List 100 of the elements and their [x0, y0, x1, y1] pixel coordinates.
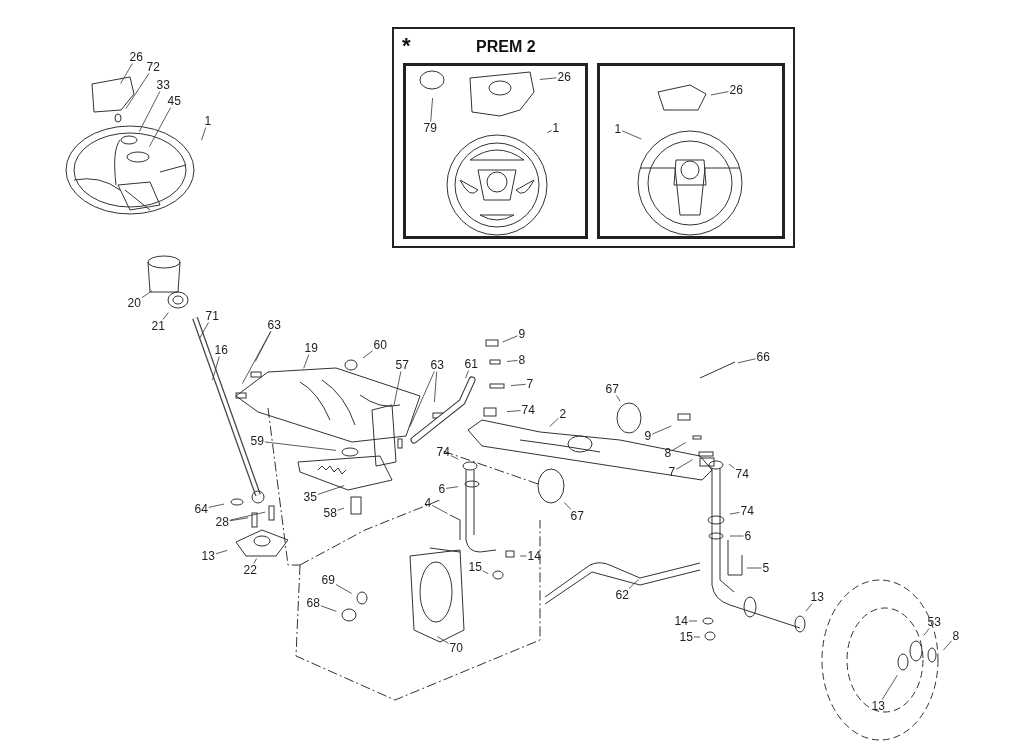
leader-line	[942, 640, 952, 651]
leader-line	[688, 620, 698, 622]
leader-line	[881, 674, 898, 700]
callout-number: 74	[739, 504, 755, 518]
callout-number: 57	[394, 358, 410, 372]
callout-number: 13	[809, 590, 825, 604]
leader-line	[465, 370, 469, 379]
leader-line	[510, 383, 526, 386]
callout-number: 72	[145, 60, 161, 74]
leader-line	[430, 97, 433, 122]
leader-line	[728, 463, 735, 469]
callout-number: 9	[643, 429, 653, 443]
leader-line	[335, 584, 353, 594]
callout-number: 74	[435, 445, 451, 459]
callout-number: 67	[604, 382, 620, 396]
leader-line	[264, 441, 337, 451]
callout-number: 1	[551, 121, 561, 135]
leader-line	[506, 410, 521, 412]
callout-number: 64	[193, 502, 209, 516]
leader-line	[729, 512, 740, 515]
callout-number: 8	[951, 629, 961, 643]
callout-number: 67	[569, 509, 585, 523]
leader-line	[675, 459, 694, 470]
callout-number: 14	[526, 549, 542, 563]
leader-line	[162, 312, 169, 320]
leader-line	[729, 535, 744, 537]
leader-line	[149, 107, 172, 147]
leader-line	[229, 517, 249, 522]
leader-line	[362, 350, 373, 359]
leader-line	[436, 636, 449, 644]
leader-line	[199, 322, 209, 340]
leader-line	[445, 486, 459, 489]
leader-line	[710, 91, 729, 96]
callout-number: 59	[249, 434, 265, 448]
footnote-mark: *	[402, 33, 411, 59]
leader-line	[253, 558, 257, 564]
callout-number: 62	[614, 588, 630, 602]
leader-line	[138, 91, 161, 132]
leader-line	[923, 628, 930, 636]
callout-number: 7	[667, 465, 677, 479]
variant-panel	[403, 63, 588, 239]
leader-line	[693, 636, 701, 638]
callout-number: 1	[203, 114, 213, 128]
callout-number: 7	[525, 377, 535, 391]
leader-line	[549, 417, 559, 427]
callout-number: 61	[463, 357, 479, 371]
leader-line	[320, 605, 337, 612]
callout-number: 14	[673, 614, 689, 628]
callout-number: 58	[322, 506, 338, 520]
callout-number: 13	[870, 699, 886, 713]
callout-number: 63	[429, 358, 445, 372]
callout-number: 1	[613, 122, 623, 136]
leader-line	[450, 455, 459, 460]
callout-number: 6	[743, 529, 753, 543]
leader-line	[746, 567, 762, 569]
leader-line	[212, 356, 220, 381]
leader-line	[671, 442, 687, 451]
callout-number: 15	[678, 630, 694, 644]
leader-line	[502, 335, 518, 343]
leader-line	[506, 360, 518, 362]
callout-number: 28	[214, 515, 230, 529]
callout-number: 5	[761, 561, 771, 575]
callout-number: 8	[517, 353, 527, 367]
callout-number: 22	[242, 563, 258, 577]
leader-line	[628, 579, 639, 589]
callout-number: 69	[320, 573, 336, 587]
inset-frame	[392, 27, 795, 248]
callout-number: 74	[734, 467, 750, 481]
leader-line	[546, 130, 552, 134]
callout-number: 20	[126, 296, 142, 310]
variant-panel	[597, 63, 785, 239]
leader-line	[141, 290, 153, 299]
leader-line	[616, 395, 621, 402]
callout-number: 26	[556, 70, 572, 84]
leader-line	[651, 425, 672, 435]
leader-line	[215, 550, 228, 555]
callout-number: 9	[517, 327, 527, 341]
leader-line	[539, 77, 557, 80]
leader-line	[563, 502, 572, 510]
callout-number: 26	[728, 83, 744, 97]
callout-number: 6	[437, 482, 447, 496]
leader-line	[337, 507, 345, 511]
variant-heading: PREM 2	[476, 38, 536, 56]
leader-line	[409, 371, 435, 427]
callout-number: 71	[204, 309, 220, 323]
callout-number: 19	[303, 341, 319, 355]
leader-line	[393, 371, 402, 406]
callout-number: 2	[558, 407, 568, 421]
callout-number: 35	[302, 490, 318, 504]
callout-number: 26	[128, 50, 144, 64]
callout-number: 79	[422, 121, 438, 135]
callout-number: 33	[155, 78, 171, 92]
callout-number: 53	[926, 615, 942, 629]
leader-line	[303, 354, 310, 369]
leader-line	[434, 371, 438, 403]
callout-number: 4	[423, 496, 433, 510]
leader-line	[519, 555, 527, 557]
callout-number: 13	[200, 549, 216, 563]
callout-number: 60	[372, 338, 388, 352]
callout-number: 74	[520, 403, 536, 417]
